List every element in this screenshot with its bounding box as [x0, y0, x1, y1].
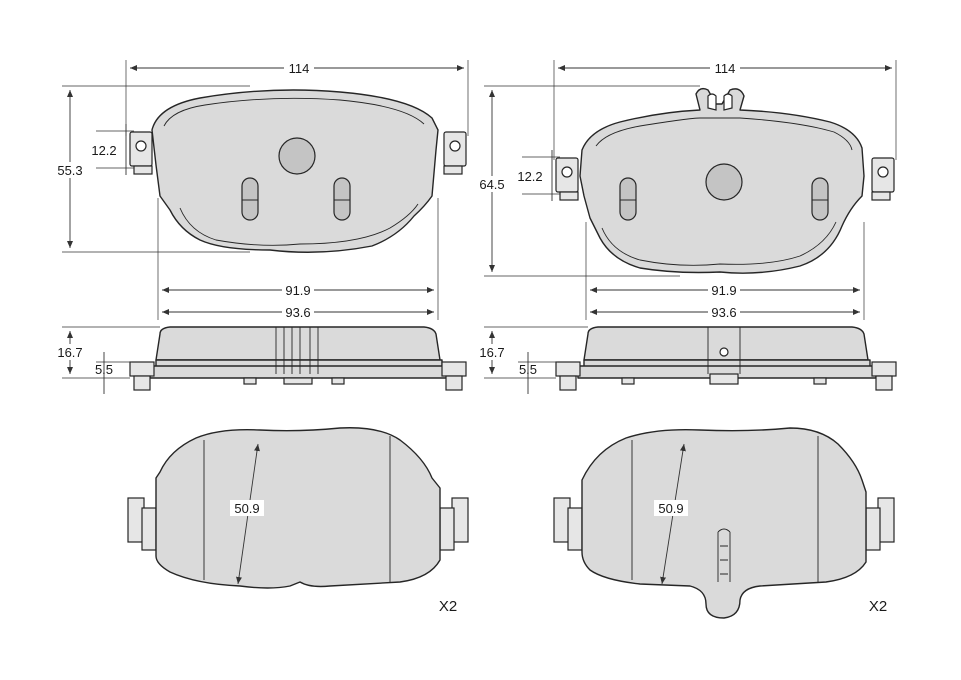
- right-pad-friction-view: 50.9: [553, 427, 895, 619]
- right-pad-side-view: [555, 326, 897, 391]
- right-width-label: 114: [715, 61, 736, 76]
- left-quantity-label: X2: [439, 598, 457, 615]
- left-width-label: 114: [289, 61, 310, 76]
- right-ear-label: 12.2: [517, 169, 542, 184]
- left-thickness-label: 16.7: [57, 345, 82, 360]
- left-inner-widths-dimension: 91.9 93.6: [157, 198, 439, 320]
- left-inner-width-label: 91.9: [285, 283, 310, 298]
- right-width-dimension: 114: [553, 60, 897, 160]
- right-outer-width-label: 93.6: [711, 305, 736, 320]
- right-ear-dimension: 12.2: [517, 150, 560, 201]
- left-ear-label: 12.2: [91, 143, 116, 158]
- left-width-dimension: 114: [125, 60, 469, 136]
- right-pad-back-view: [555, 87, 895, 274]
- right-inner-width-label: 91.9: [711, 283, 736, 298]
- left-pad-back-view: [129, 89, 467, 253]
- left-ear-dimension: 12.2: [91, 124, 134, 175]
- left-friction-height-label: 50.9: [234, 501, 259, 516]
- right-thickness-dimension: 16.7 5.5: [472, 326, 588, 394]
- right-height-dimension: 64.5: [472, 85, 700, 277]
- left-pad-side-view: [129, 326, 467, 391]
- right-quantity-label: X2: [869, 598, 887, 615]
- right-height-label: 64.5: [479, 177, 504, 192]
- right-backplate-label: 5.5: [519, 362, 537, 377]
- left-height-dimension: 55.3: [50, 85, 250, 253]
- left-outer-width-label: 93.6: [285, 305, 310, 320]
- left-thickness-dimension: 16.7 5.5: [50, 326, 160, 394]
- left-height-label: 55.3: [57, 163, 82, 178]
- left-pad-friction-view: 50.9: [127, 427, 469, 589]
- right-inner-widths-dimension: 91.9 93.6: [585, 222, 865, 320]
- right-friction-height-label: 50.9: [658, 501, 683, 516]
- left-backplate-label: 5.5: [95, 362, 113, 377]
- right-thickness-label: 16.7: [479, 345, 504, 360]
